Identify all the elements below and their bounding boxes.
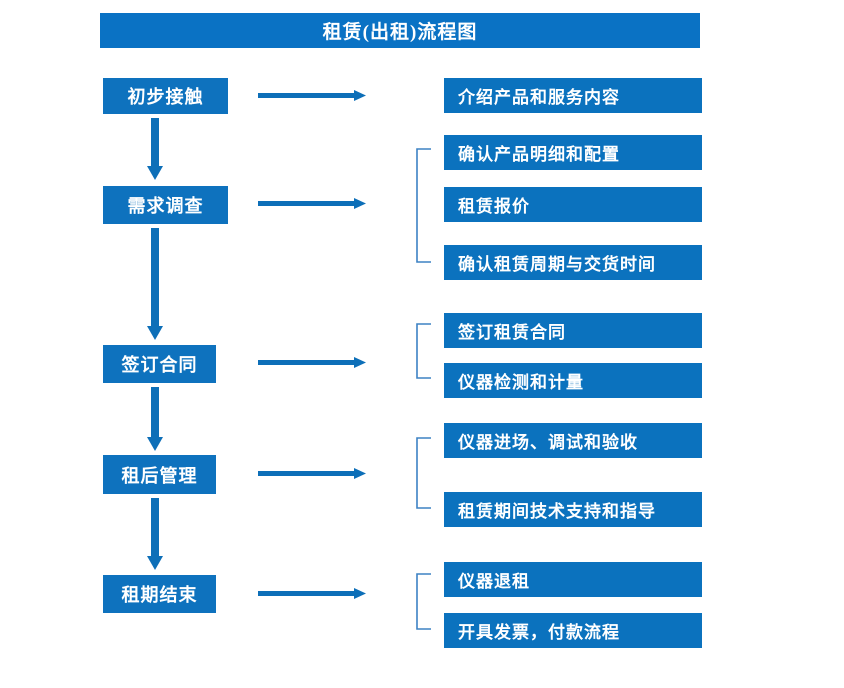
task-box-label: 租赁期间技术支持和指导 bbox=[458, 502, 656, 521]
flowchart-title: 租赁(出租)流程图 bbox=[100, 13, 700, 48]
arrow-stage1-to-stage2 bbox=[144, 118, 166, 180]
task-box-4[interactable]: 确认租赁周期与交货时间 bbox=[444, 245, 702, 280]
arrow-stage5-to-tasks bbox=[258, 583, 366, 605]
stage-box-1[interactable]: 初步接触 bbox=[103, 78, 228, 114]
task-box-label: 介绍产品和服务内容 bbox=[458, 88, 620, 107]
stage-box-label: 签订合同 bbox=[121, 355, 198, 375]
arrow-stage4-to-tasks bbox=[258, 463, 366, 485]
task-box-5[interactable]: 签订租赁合同 bbox=[444, 313, 702, 348]
stage-box-3[interactable]: 签订合同 bbox=[103, 345, 216, 383]
task-box-3[interactable]: 租赁报价 bbox=[444, 187, 702, 222]
stage-box-label: 初步接触 bbox=[127, 87, 204, 107]
stage-box-4[interactable]: 租后管理 bbox=[103, 455, 216, 494]
task-box-10[interactable]: 开具发票，付款流程 bbox=[444, 613, 702, 648]
bracket-needs-survey bbox=[416, 148, 432, 263]
stage-box-label: 需求调查 bbox=[127, 196, 204, 216]
task-box-9[interactable]: 仪器退租 bbox=[444, 562, 702, 597]
arrow-stage3-to-stage4 bbox=[144, 387, 166, 451]
bracket-lease-end bbox=[416, 573, 432, 630]
arrow-stage3-to-tasks bbox=[258, 352, 366, 374]
task-box-label: 开具发票，付款流程 bbox=[458, 623, 620, 642]
task-box-label: 仪器进场、调试和验收 bbox=[458, 433, 638, 452]
arrow-stage2-to-tasks bbox=[258, 193, 366, 215]
task-box-label: 确认产品明细和配置 bbox=[458, 145, 620, 164]
stage-box-label: 租后管理 bbox=[121, 465, 198, 486]
task-box-2[interactable]: 确认产品明细和配置 bbox=[444, 135, 702, 170]
task-box-label: 签订租赁合同 bbox=[458, 323, 566, 342]
task-box-label: 租赁报价 bbox=[458, 197, 530, 216]
stage-box-label: 租期结束 bbox=[121, 585, 198, 605]
bracket-management bbox=[416, 437, 432, 509]
stage-box-2[interactable]: 需求调查 bbox=[103, 186, 228, 224]
task-box-label: 仪器检测和计量 bbox=[458, 373, 584, 392]
arrow-stage4-to-stage5 bbox=[144, 498, 166, 570]
bracket-contract bbox=[416, 323, 432, 379]
task-box-label: 仪器退租 bbox=[458, 572, 530, 591]
stage-box-5[interactable]: 租期结束 bbox=[103, 575, 216, 613]
arrow-stage1-to-tasks bbox=[258, 85, 366, 107]
arrow-stage2-to-stage3 bbox=[144, 228, 166, 340]
task-box-7[interactable]: 仪器进场、调试和验收 bbox=[444, 423, 702, 458]
task-box-label: 确认租赁周期与交货时间 bbox=[458, 255, 656, 274]
task-box-1[interactable]: 介绍产品和服务内容 bbox=[444, 78, 702, 113]
task-box-8[interactable]: 租赁期间技术支持和指导 bbox=[444, 492, 702, 527]
task-box-6[interactable]: 仪器检测和计量 bbox=[444, 363, 702, 398]
